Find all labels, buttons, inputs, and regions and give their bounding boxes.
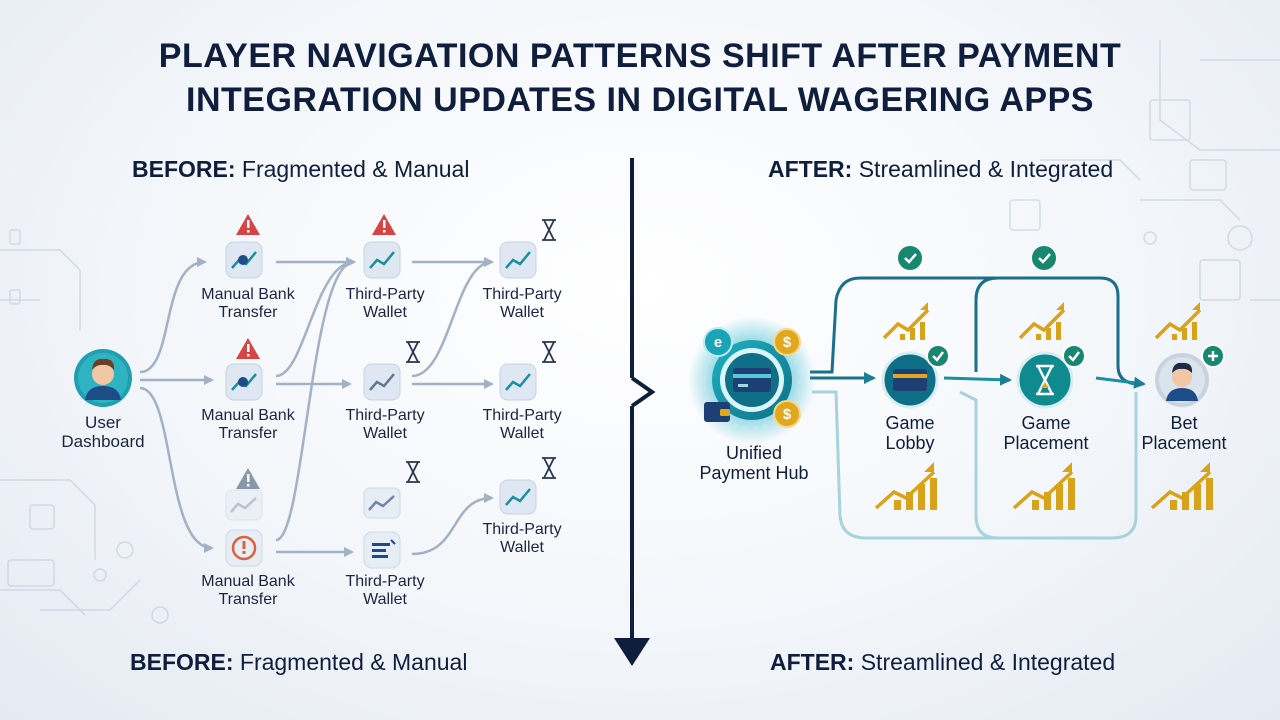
third-party-wallet-icon-5 — [499, 241, 537, 279]
hourglass-icon-4 — [406, 461, 420, 483]
manual-bank-transfer-icon-1 — [225, 241, 263, 279]
third-party-wallet-icon-3 — [363, 487, 401, 519]
before-heading-bottom: BEFORE: Fragmented & Manual — [130, 649, 468, 675]
growth-chart-icon-3 — [1154, 302, 1202, 340]
third-party-wallet-icon-2 — [363, 363, 401, 401]
growth-chart-icon-4 — [874, 462, 937, 510]
svg-text:$: $ — [783, 406, 792, 423]
warning-icon-gray — [236, 468, 260, 489]
hub-wallet-icon — [704, 402, 730, 422]
add-badge-icon — [1201, 344, 1225, 368]
hourglass-icon-3 — [542, 341, 556, 363]
hourglass-icon-5 — [542, 457, 556, 479]
warning-icon-2 — [236, 338, 260, 359]
after-heading-top: AFTER: Streamlined & Integrated — [768, 156, 1114, 182]
bet-placement-avatar-icon — [1155, 353, 1209, 407]
third-party-wallet-icon-1 — [363, 241, 401, 279]
third-party-wallet-icon-4 — [363, 531, 401, 569]
title-line-2: INTEGRATION UPDATES IN DIGITAL WAGERING … — [186, 81, 1094, 119]
growth-chart-icon-5 — [1012, 462, 1075, 510]
check-badge-icon-1 — [898, 246, 922, 270]
hub-e-coin-icon: e — [703, 327, 733, 357]
title-line-1: PLAYER NAVIGATION PATTERNS SHIFT AFTER P… — [158, 37, 1122, 75]
user-dashboard-avatar-icon — [74, 349, 132, 407]
check-badge-icon-3 — [926, 344, 950, 368]
hub-dollar-coin-icon-2: $ — [773, 400, 801, 428]
game-placement-hourglass-icon — [1016, 351, 1074, 409]
check-badge-icon-2 — [1032, 246, 1056, 270]
circuit-decoration-left — [0, 229, 169, 624]
svg-text:$: $ — [783, 334, 792, 351]
growth-chart-icon-2 — [1018, 302, 1066, 340]
game-lobby-icon — [881, 351, 939, 409]
hub-dollar-coin-icon-1: $ — [773, 328, 801, 356]
third-party-wallet-icon-7 — [499, 479, 537, 515]
warning-icon-1 — [236, 214, 260, 235]
growth-chart-icon-1 — [882, 302, 930, 340]
third-party-wallet-icon-6 — [499, 363, 537, 401]
chart-icon-faded — [225, 489, 263, 521]
manual-bank-transfer-icon-2 — [225, 363, 263, 401]
center-divider-arrow — [614, 158, 656, 666]
page-title: PLAYER NAVIGATION PATTERNS SHIFT AFTER P… — [0, 34, 1280, 122]
circuit-decoration-right — [1009, 40, 1280, 301]
after-heading-bottom: AFTER: Streamlined & Integrated — [770, 649, 1116, 675]
error-alert-icon — [225, 529, 263, 567]
check-badge-icon-4 — [1062, 344, 1086, 368]
hourglass-icon-2 — [406, 341, 420, 363]
warning-icon-3 — [372, 214, 396, 235]
growth-chart-icon-6 — [1150, 462, 1213, 510]
before-flow-connectors — [139, 257, 494, 557]
after-flow-connectors — [810, 276, 1146, 540]
svg-text:e: e — [714, 334, 722, 351]
before-heading-top: BEFORE: Fragmented & Manual — [132, 156, 470, 182]
hourglass-icon-1 — [542, 219, 556, 241]
